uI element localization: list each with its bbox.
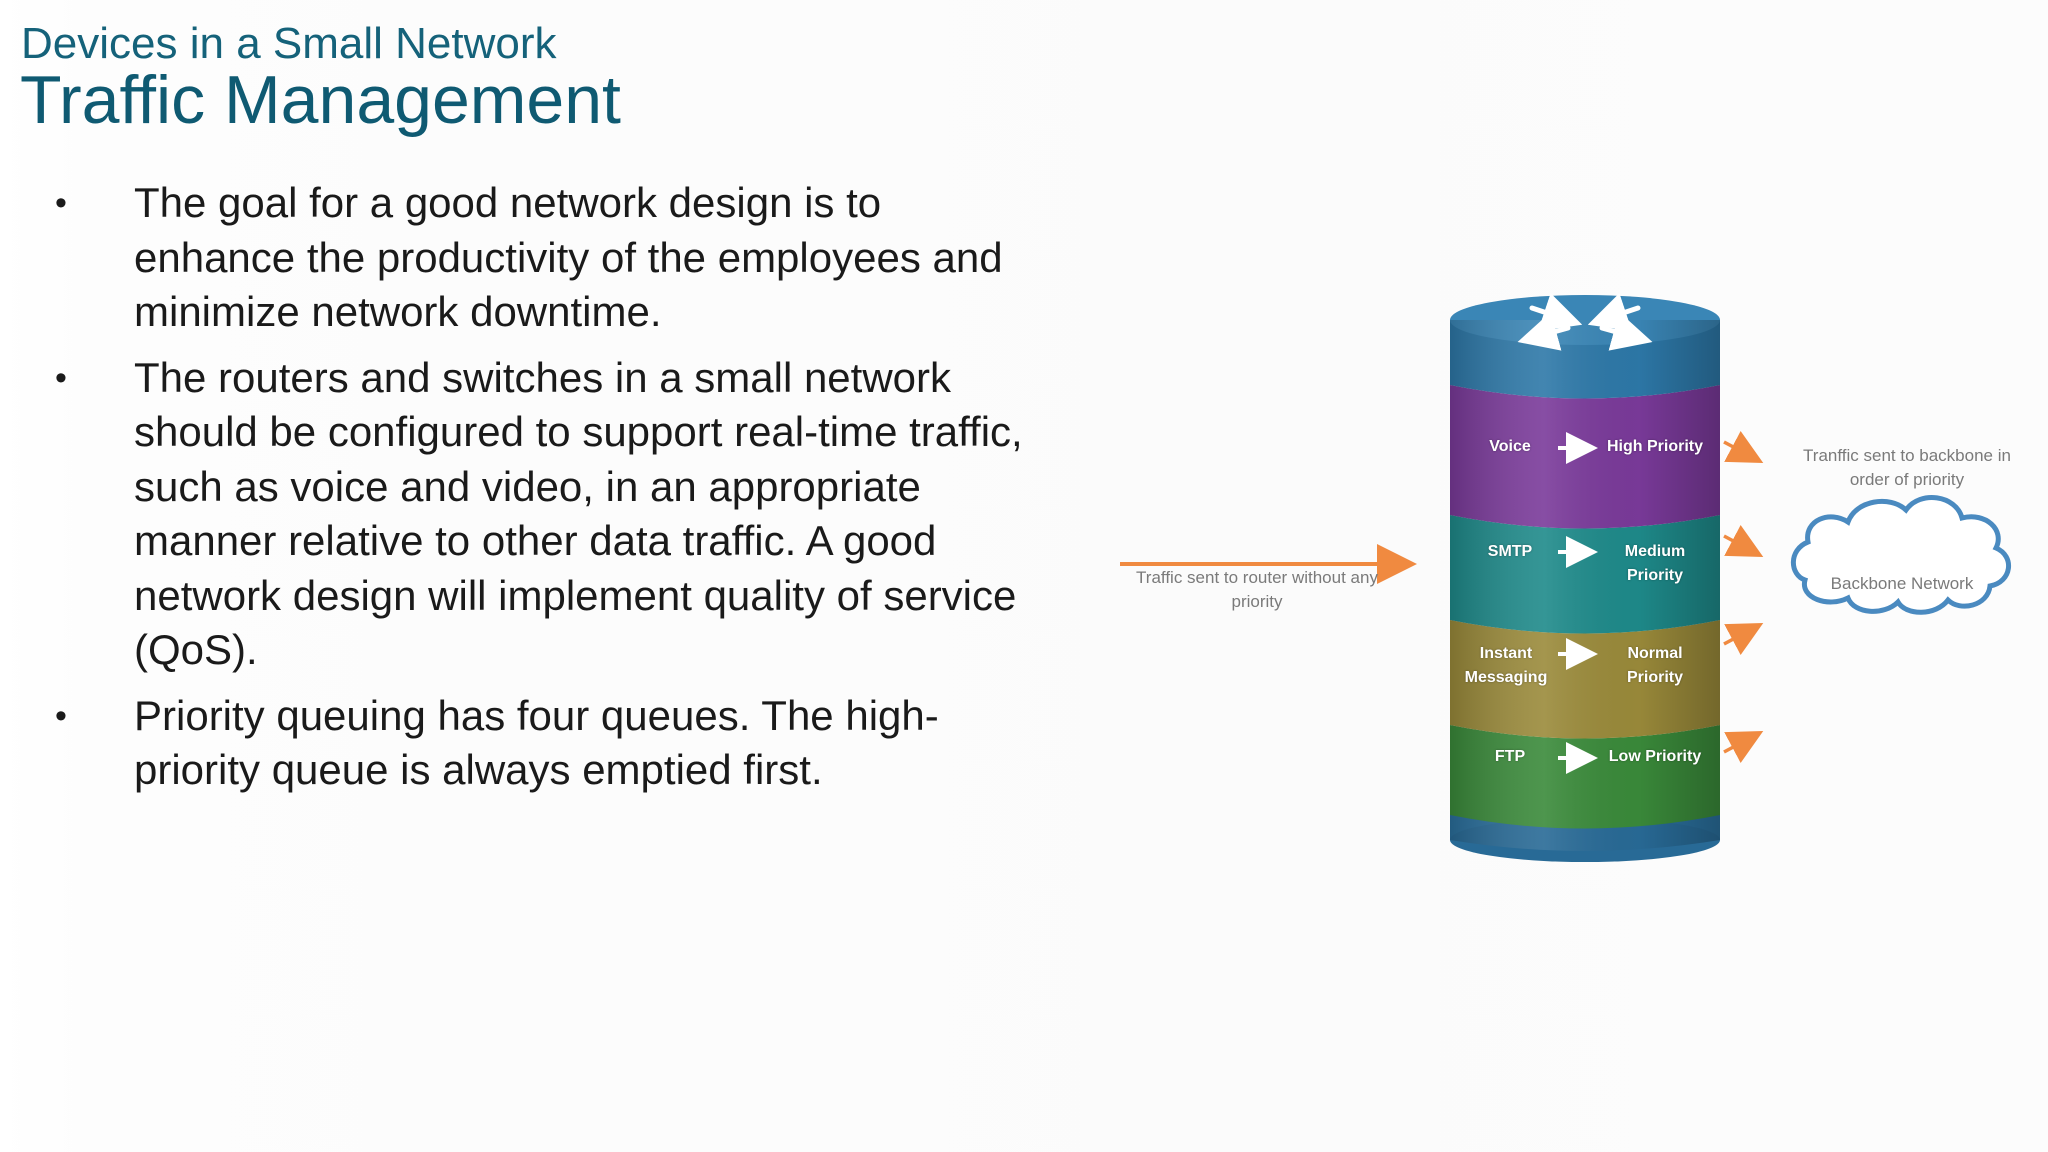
queue-source-ftp: FTP (1494, 748, 1526, 765)
queue-arrows (1558, 432, 1598, 774)
queue-priority-medium: Medium Priority (1624, 543, 1686, 584)
bullet-item: • The goal for a good network design is … (50, 176, 1050, 340)
backbone-cloud-icon (1790, 495, 2012, 615)
bullet-text: The goal for a good network design is to… (134, 179, 1003, 335)
queue-priority-high: High Priority (1606, 438, 1703, 455)
output-traffic-arrows (1723, 431, 1764, 763)
queue-source-voice: Voice (1489, 438, 1531, 455)
queue-priority-normal: Normal Priority (1626, 645, 1683, 686)
slide-title: Traffic Management (20, 62, 621, 138)
queue-source-smtp: SMTP (1487, 543, 1533, 560)
router-arrows-icon (1517, 293, 1653, 351)
bullet-text: The routers and switches in a small netw… (134, 353, 1023, 674)
bullet-list: • The goal for a good network design is … (50, 176, 1050, 809)
bullet-item: • The routers and switches in a small ne… (50, 351, 1050, 678)
queue-source-im: Instant Messaging (1464, 645, 1548, 686)
bullet-dot: • (55, 358, 67, 397)
bullet-text: Priority queuing has four queues. The hi… (134, 691, 939, 794)
bullet-item: • Priority queuing has four queues. The … (50, 689, 1050, 798)
section-subtitle: Devices in a Small Network (21, 19, 557, 68)
queue-priority-low: Low Priority (1608, 748, 1702, 765)
priority-queuing-diagram: Voice High Priority SMTP Medium Priority… (1100, 290, 2048, 890)
router-queue-graphic (1120, 293, 2012, 862)
backbone-network-label: Backbone Network (1830, 574, 1974, 593)
bullet-dot: • (55, 696, 67, 735)
output-traffic-label: Tranffic sent to backbone in order of pr… (1803, 446, 2011, 489)
bullet-dot: • (55, 184, 67, 222)
router-cylinder (1450, 293, 1720, 862)
input-traffic-label: Traffic sent to router without any prior… (1136, 568, 1378, 611)
